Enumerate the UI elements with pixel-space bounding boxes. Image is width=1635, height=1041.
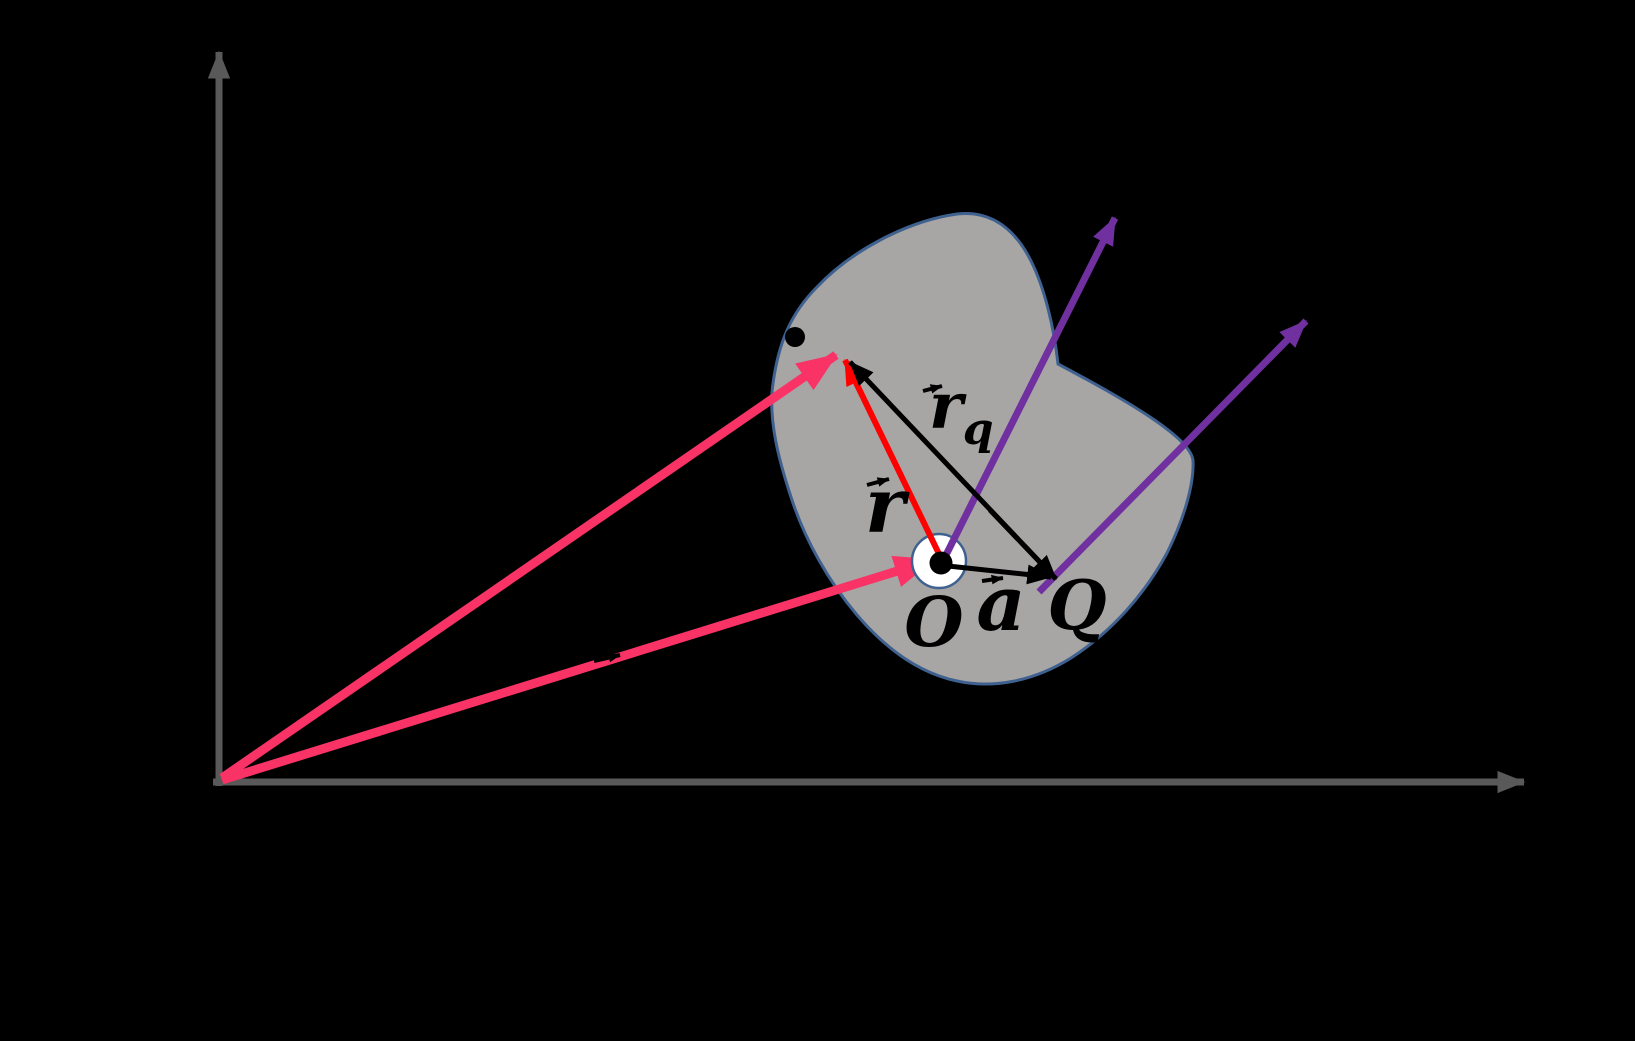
label-origin-o: O xyxy=(904,583,963,663)
label-a-vector: a xyxy=(976,559,1025,648)
origin-o-dot xyxy=(929,551,953,575)
a-vector-arrow xyxy=(947,563,1053,585)
field-arrow-from-q xyxy=(1036,318,1309,595)
charge-body-blob xyxy=(770,211,1195,686)
r-vector-hat-icon xyxy=(866,477,890,487)
edge-point-dot xyxy=(785,327,805,347)
label-rq-vector: rq xyxy=(929,369,993,455)
field-arrow-from-o xyxy=(940,216,1119,561)
label-point-q: Q xyxy=(1047,566,1106,646)
rq-vector-hat-icon xyxy=(922,384,943,394)
label-r-vector: r xyxy=(865,461,910,550)
r-vector-arrow xyxy=(842,358,943,558)
position-arrow-to-field-point xyxy=(219,351,839,782)
small-vector-mark xyxy=(593,652,621,663)
label-rq-subscript: q xyxy=(963,404,994,455)
label-rq-main: r xyxy=(929,369,967,444)
position-arrow-to-origin-o xyxy=(220,555,935,785)
a-vector-hat-icon xyxy=(981,574,1004,585)
